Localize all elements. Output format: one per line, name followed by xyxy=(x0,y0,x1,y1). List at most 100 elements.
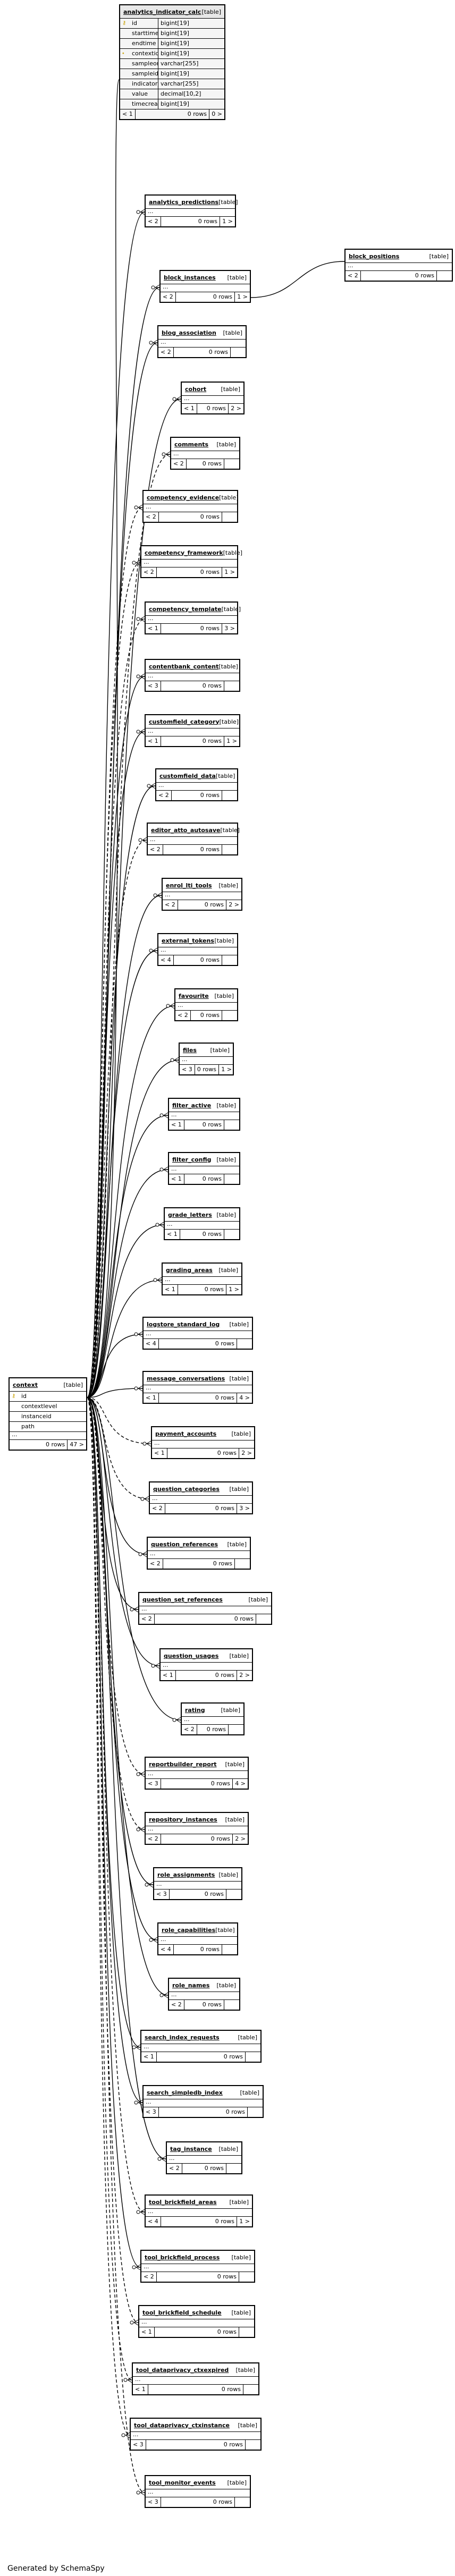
parents-count[interactable]: < 1 xyxy=(133,2385,148,2394)
table-name[interactable]: competency_evidence xyxy=(147,494,220,501)
table-name[interactable]: grade_letters xyxy=(168,1211,212,1218)
table-name[interactable]: blog_association xyxy=(162,329,216,336)
children-count[interactable]: 1 > xyxy=(222,218,233,225)
parents-count[interactable]: < 1 xyxy=(169,1120,184,1130)
table-name[interactable]: block_instances xyxy=(164,274,216,281)
table-name[interactable]: question_categories xyxy=(153,1485,220,1493)
table-name[interactable]: tool_brickfield_process xyxy=(145,2253,220,2261)
table-name[interactable]: competency_framework xyxy=(145,549,223,556)
parents-count[interactable]: < 2 xyxy=(171,459,187,469)
parents-count[interactable]: < 2 xyxy=(161,292,176,302)
children-count[interactable]: 0 > xyxy=(212,111,222,117)
block-positions-table[interactable]: block_positions [table] ... < 2 0 rows xyxy=(344,249,453,282)
table-name[interactable]: search_index_requests xyxy=(145,2033,220,2041)
children-count[interactable]: 4 > xyxy=(235,1780,246,1787)
column-row[interactable]: instanceid xyxy=(10,1412,86,1422)
parents-count[interactable]: < 1 xyxy=(139,2327,155,2337)
table-name[interactable]: search_simpledb_index xyxy=(147,2089,223,2096)
parents-count[interactable]: < 1 xyxy=(141,2052,157,2062)
table-name[interactable]: comments xyxy=(174,440,209,448)
parents-count[interactable]: < 1 xyxy=(163,1285,178,1294)
children-count[interactable]: 1 > xyxy=(221,1066,232,1073)
parents-count[interactable]: < 4 xyxy=(146,2217,161,2226)
table-name[interactable]: question_references xyxy=(151,1540,218,1548)
parents-count[interactable]: < 1 xyxy=(146,624,161,633)
table-name[interactable]: question_usages xyxy=(164,1652,219,1659)
table-name[interactable]: customfield_data xyxy=(159,772,216,779)
parents-count[interactable]: < 3 xyxy=(146,1779,161,1789)
table-name[interactable]: cohort xyxy=(185,385,207,393)
table-name[interactable]: filter_config xyxy=(172,1156,212,1163)
table-name[interactable]: rating xyxy=(185,1706,205,1714)
column-row[interactable]: ⚷id xyxy=(10,1392,86,1402)
children-count[interactable]: 3 > xyxy=(239,1505,250,1512)
children-count[interactable]: 2 > xyxy=(229,901,239,908)
parents-count[interactable]: < 2 xyxy=(144,512,159,522)
table-name[interactable]: message_conversations xyxy=(147,1375,225,1382)
parents-count[interactable]: < 1 xyxy=(144,1393,159,1403)
parents-count[interactable]: < 1 xyxy=(169,1174,184,1184)
table-name[interactable]: block_positions xyxy=(349,252,400,260)
children-count[interactable]: 1 > xyxy=(226,738,237,744)
table-name[interactable]: editor_atto_autosave xyxy=(151,826,221,834)
children-count[interactable]: 47 > xyxy=(70,1441,84,1448)
table-tool-dataprivacy-ctxinstance[interactable]: tool_dataprivacy_ctxinstance[table]...< … xyxy=(130,2418,262,2451)
parents-count[interactable]: < 1 xyxy=(120,109,136,119)
table-name[interactable]: contentbank_content xyxy=(149,663,219,670)
parents-count[interactable]: < 3 xyxy=(146,2497,161,2507)
parents-count[interactable]: < 2 xyxy=(156,791,172,800)
table-tool-dataprivacy-ctxexpired[interactable]: tool_dataprivacy_ctxexpired[table]...< 1… xyxy=(132,2362,259,2395)
table-name[interactable]: favourite xyxy=(179,992,209,999)
parents-count[interactable]: < 3 xyxy=(131,2440,146,2450)
parents-count[interactable]: < 3 xyxy=(154,1889,170,1899)
children-count[interactable]: 1 > xyxy=(224,569,235,575)
table-name[interactable]: reportbuilder_report xyxy=(149,1760,217,1768)
parents-count[interactable]: < 2 xyxy=(175,1011,191,1020)
table-name[interactable]: tool_dataprivacy_ctxinstance xyxy=(134,2421,230,2429)
parents-count[interactable]: < 2 xyxy=(139,1614,155,1624)
parents-count[interactable]: < 4 xyxy=(158,1945,174,1954)
parents-count[interactable]: < 2 xyxy=(141,2272,157,2282)
parents-count[interactable]: < 1 xyxy=(146,736,161,746)
parents-count[interactable]: < 3 xyxy=(144,2107,159,2117)
parents-count[interactable]: < 2 xyxy=(148,845,163,854)
column-row[interactable]: path xyxy=(10,1422,86,1432)
children-count[interactable]: 2 > xyxy=(235,1835,246,1842)
table-name[interactable]: grading_areas xyxy=(166,1266,213,1274)
table-name[interactable]: logstore_standard_log xyxy=(147,1320,220,1328)
parents-count[interactable]: < 2 xyxy=(182,1725,197,1734)
table-name[interactable]: tool_monitor_events xyxy=(149,2479,216,2486)
column-row[interactable]: timecreatedbigint[19] xyxy=(120,99,224,109)
table-name[interactable]: analytics_predictions xyxy=(149,198,219,206)
column-row[interactable]: contextlevel xyxy=(10,1402,86,1412)
parents-count[interactable]: < 2 xyxy=(169,2000,184,2010)
table-name[interactable]: context xyxy=(13,1381,38,1388)
table-name[interactable]: tag_instance xyxy=(170,2145,212,2153)
